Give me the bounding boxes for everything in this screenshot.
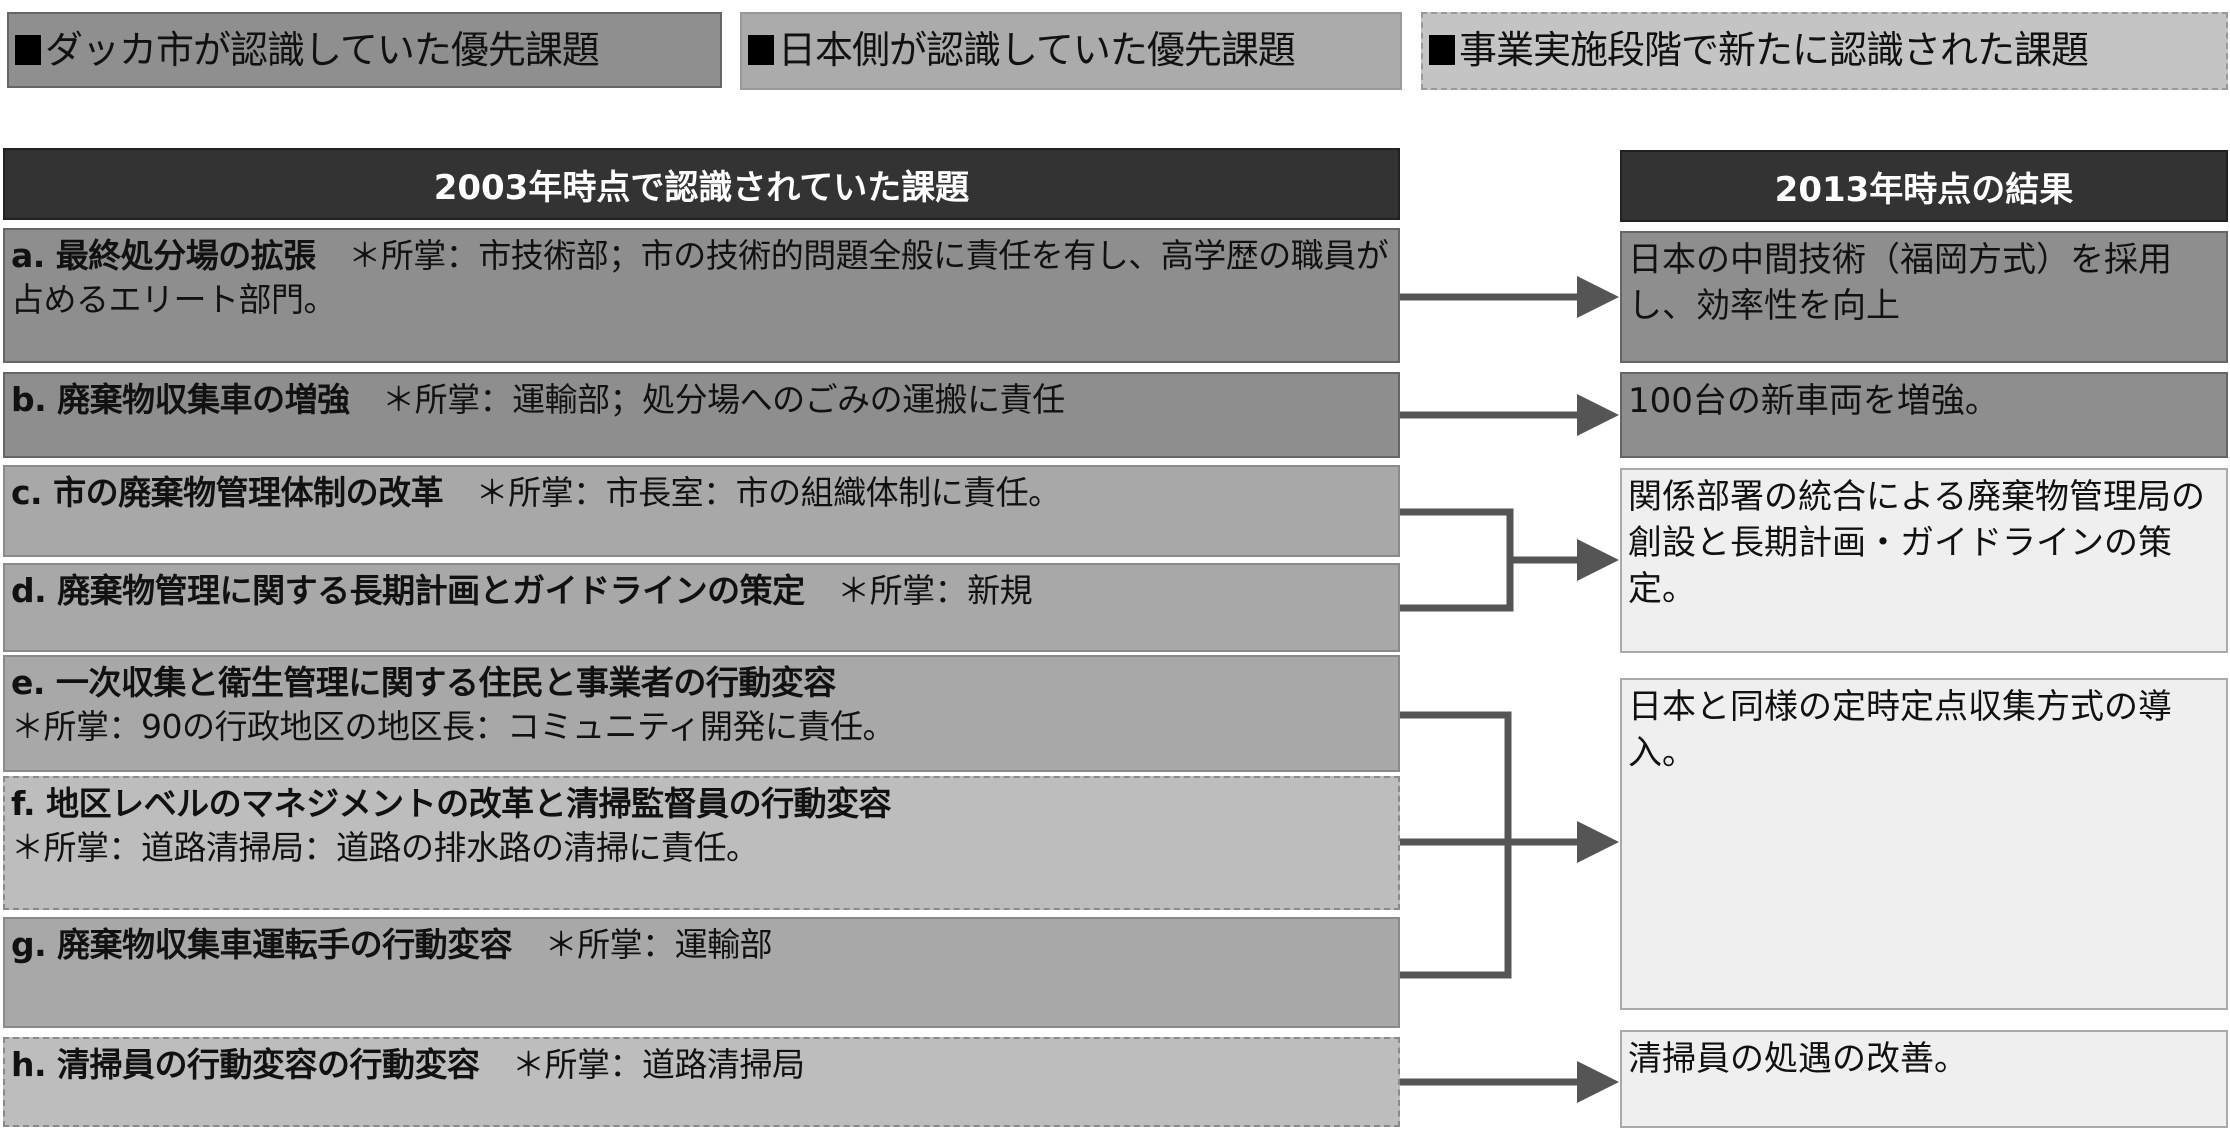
issue-note: ＊所掌：90の行政地区の地区長：コミュニティ開発に責任。 <box>11 707 896 746</box>
issue-note: ＊所掌：道路清掃局 <box>512 1045 805 1084</box>
issue-f: f. 地区レベルのマネジメントの改革と清掃監督員の行動変容 ＊所掌：道路清掃局：道… <box>3 776 1400 910</box>
issue-note: ＊所掌：市技術部；市の技術的問題全般に責任を有し、高学歴の職員が占めるエリート部… <box>11 236 1389 319</box>
issue-title: g. 廃棄物収集車運転手の行動変容 <box>11 925 513 964</box>
legend-dhaka: ダッカ市が認識していた優先課題 <box>7 12 722 88</box>
issue-a: a. 最終処分場の拡張 ＊所掌：市技術部；市の技術的問題全般に責任を有し、高学歴… <box>3 228 1400 363</box>
issue-title: c. 市の廃棄物管理体制の改革 <box>11 473 444 512</box>
legend-japan: 日本側が認識していた優先課題 <box>740 12 1402 90</box>
issue-title: b. 廃棄物収集車の増強 <box>11 380 350 419</box>
issue-title: d. 廃棄物管理に関する長期計画とガイドラインの策定 <box>11 571 805 610</box>
connector-cd <box>1400 508 1514 612</box>
issue-e: e. 一次収集と衛生管理に関する住民と事業者の行動変容 ＊所掌：90の行政地区の地… <box>3 655 1400 772</box>
issue-title: f. 地区レベルのマネジメントの改革と清掃監督員の行動変容 <box>11 784 892 823</box>
issue-d: d. 廃棄物管理に関する長期計画とガイドラインの策定 ＊所掌：新規 <box>3 563 1400 652</box>
result-3: 関係部署の統合による廃棄物管理局の創設と長期計画・ガイドラインの策定。 <box>1620 468 2228 653</box>
right-column-header: 2013年時点の結果 <box>1620 150 2228 222</box>
issue-title: e. 一次収集と衛生管理に関する住民と事業者の行動変容 <box>11 663 836 702</box>
issue-b: b. 廃棄物収集車の増強 ＊所掌：運輸部；処分場へのごみの運搬に責任 <box>3 372 1400 458</box>
issue-note: ＊所掌：道路清掃局：道路の排水路の清掃に責任。 <box>11 828 759 867</box>
legend-label: ダッカ市が認識していた優先課題 <box>45 28 600 72</box>
issue-title: h. 清掃員の行動変容の行動変容 <box>11 1045 480 1084</box>
legend-label: 事業実施段階で新たに認識された課題 <box>1459 28 2089 72</box>
issue-h: h. 清掃員の行動変容の行動変容 ＊所掌：道路清掃局 <box>3 1037 1400 1127</box>
result-2: 100台の新車両を増強。 <box>1620 372 2228 458</box>
issue-note: ＊所掌：新規 <box>837 571 1033 610</box>
issue-note: ＊所掌：運輸部；処分場へのごみの運搬に責任 <box>382 380 1065 419</box>
legend-new: 事業実施段階で新たに認識された課題 <box>1421 12 2228 90</box>
issue-c: c. 市の廃棄物管理体制の改革 ＊所掌：市長室：市の組織体制に責任。 <box>3 465 1400 557</box>
issue-title: a. 最終処分場の拡張 <box>11 236 316 275</box>
issue-g: g. 廃棄物収集車運転手の行動変容 ＊所掌：運輸部 <box>3 917 1400 1028</box>
result-1: 日本の中間技術（福岡方式）を採用し、効率性を向上 <box>1620 231 2228 363</box>
issue-note: ＊所掌：運輸部 <box>544 925 773 964</box>
result-4: 日本と同様の定時定点収集方式の導入。 <box>1620 678 2228 1010</box>
legend-square-icon <box>1429 35 1455 65</box>
issue-note: ＊所掌：市長室：市の組織体制に責任。 <box>475 473 1062 512</box>
legend-square-icon <box>748 35 774 65</box>
legend-label: 日本側が認識していた優先課題 <box>778 28 1296 72</box>
legend-square-icon <box>15 35 41 65</box>
result-5: 清掃員の処遇の改善。 <box>1620 1030 2228 1128</box>
left-column-header: 2003年時点で認識されていた課題 <box>3 148 1400 220</box>
